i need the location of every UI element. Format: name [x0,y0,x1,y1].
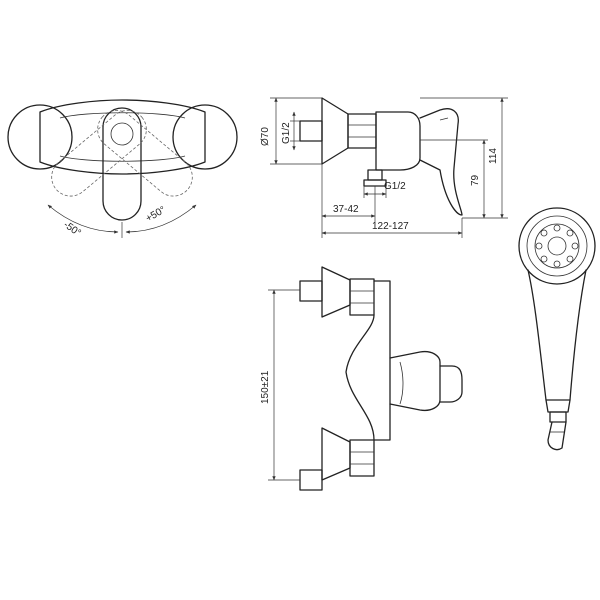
top-view [7,99,238,238]
height-total-label: 114 [488,148,499,164]
front-view [268,266,463,491]
angle-right-label: +50° [144,205,168,225]
diameter-label: Ø70 [260,127,271,146]
width-inlet-label: 37-42 [333,204,359,215]
hand-shower [518,207,596,451]
spray-nozzles [535,224,579,268]
height-partial-label: 79 [470,174,481,186]
thread-bottom-label: G1/2 [384,181,406,192]
angle-left-label: -50° [61,219,82,239]
width-total-label: 122-127 [372,221,409,232]
spacing-label: 150±21 [260,370,271,404]
side-view [270,97,508,238]
thread-top-label: G1/2 [281,122,292,144]
